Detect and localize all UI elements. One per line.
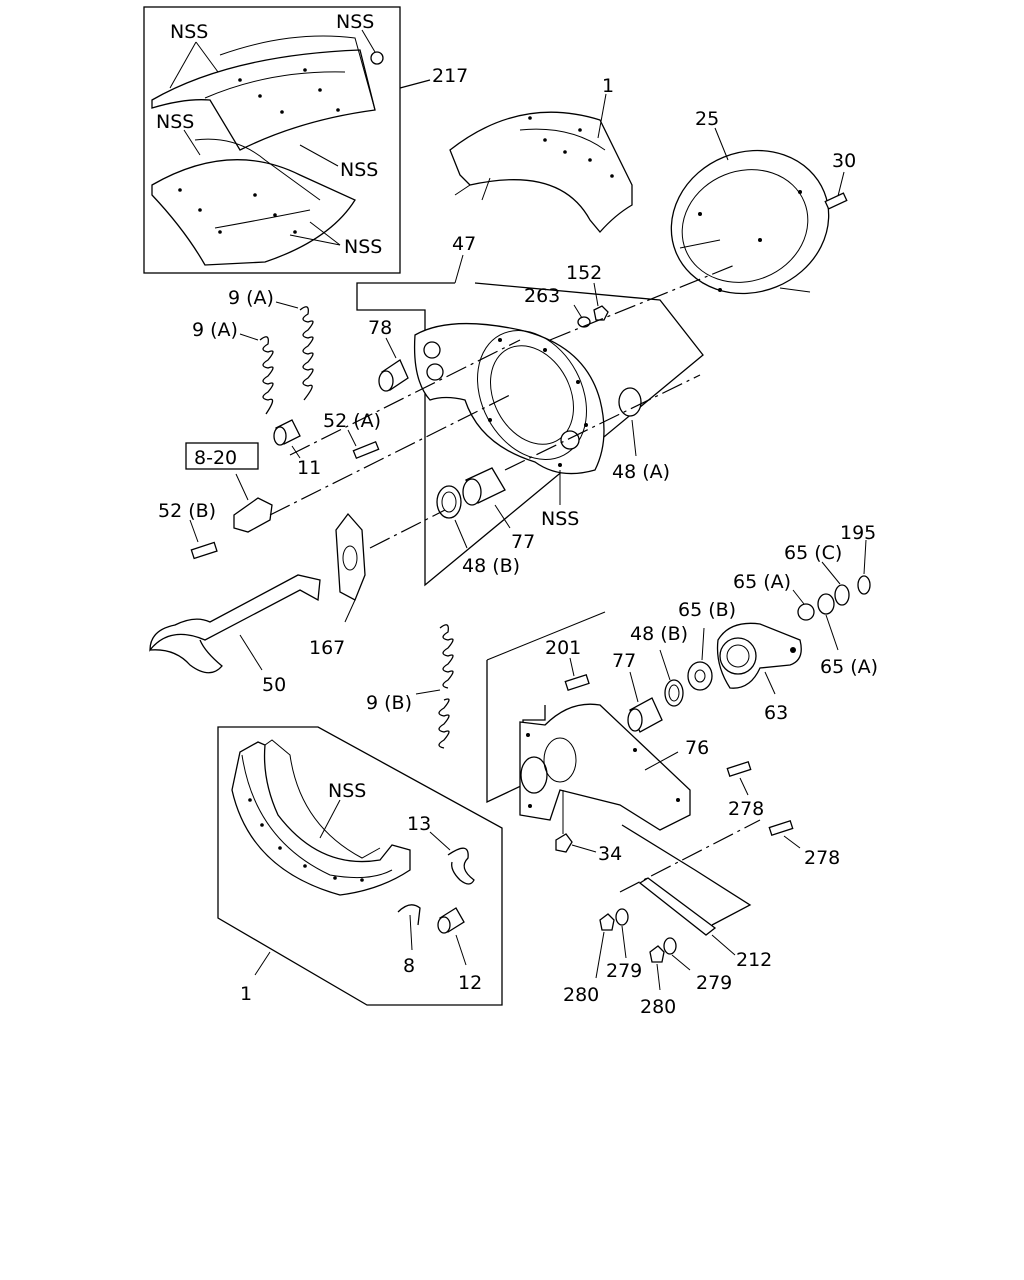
seal-48b-lower: [659, 649, 684, 707]
label-8-20: 8-20: [194, 447, 237, 469]
washer-279-upper: [615, 908, 629, 959]
washer-65b: [687, 627, 713, 691]
nut-280-lower: [649, 945, 665, 991]
plate-212: [638, 877, 736, 956]
pin-12: [437, 907, 467, 966]
slack-adjuster-63: [716, 622, 802, 695]
label-nss-spider: NSS: [541, 508, 579, 530]
label-217: 217: [432, 65, 468, 87]
label-212: 212: [736, 949, 772, 971]
nut-152: [593, 282, 609, 321]
label-12: 12: [458, 972, 482, 994]
spring-9a-upper: [275, 301, 314, 401]
bolt-30: [824, 171, 848, 210]
label-13: 13: [407, 813, 431, 835]
label-nss-lower-shoe: NSS: [328, 780, 366, 802]
seal-48b: [436, 485, 468, 549]
label-1-upper: 1: [602, 75, 614, 97]
label-48b-lower: 48 (B): [630, 623, 688, 645]
label-9a-left: 9 (A): [192, 319, 238, 341]
bolt-278-lower: [768, 819, 801, 849]
kit-nss-label-1: NSS: [170, 21, 208, 43]
label-48a: 48 (A): [612, 461, 670, 483]
spring-8: [397, 904, 421, 951]
label-279-upper: 279: [606, 960, 642, 982]
label-25: 25: [695, 108, 719, 130]
label-77: 77: [511, 531, 535, 553]
label-47: 47: [452, 233, 476, 255]
brake-shoe-lower: [231, 739, 411, 896]
label-201: 201: [545, 637, 581, 659]
label-8: 8: [403, 955, 415, 977]
brake-shoe-upper: [449, 93, 633, 233]
kit-nss-label-2: NSS: [336, 11, 374, 33]
label-65c: 65 (C): [784, 542, 842, 564]
pin-11: [273, 419, 301, 459]
label-278-upper: 278: [728, 798, 764, 820]
kit-nss-label-4: NSS: [340, 159, 378, 181]
kit-rivet-holes: [178, 68, 340, 234]
spring-9b: [415, 624, 454, 749]
label-30: 30: [832, 150, 856, 172]
label-263: 263: [524, 285, 560, 307]
label-1-lower: 1: [240, 983, 252, 1005]
washer-195: [857, 539, 871, 595]
lining-kit-box: [143, 6, 431, 274]
bolt-278-upper: [726, 760, 752, 796]
plate-167: [335, 512, 366, 623]
bolt-52a: [347, 429, 380, 460]
bushing-78: [378, 337, 409, 392]
camshaft-50: [149, 574, 321, 674]
washer-279-lower: [663, 937, 691, 971]
washer-65a-bottom: [817, 593, 839, 651]
washer-65a-top: [792, 589, 815, 621]
label-167: 167: [309, 637, 345, 659]
bushing-77-lower: [627, 671, 663, 733]
label-65b: 65 (B): [678, 599, 736, 621]
label-195: 195: [840, 522, 876, 544]
label-279-lower: 279: [696, 972, 732, 994]
bracket-76: [519, 703, 691, 831]
label-78: 78: [368, 317, 392, 339]
bolt-52b: [189, 519, 218, 560]
spring-9a-lower: [239, 333, 274, 415]
lower-shoe-group-outline: [217, 726, 503, 1006]
label-65a-top: 65 (A): [733, 571, 791, 593]
fitting-34: [555, 790, 597, 853]
ref-8-20-box: [185, 442, 259, 470]
label-48b: 48 (B): [462, 555, 520, 577]
kit-nss-label-3: NSS: [156, 111, 194, 133]
dust-shield: [670, 127, 830, 295]
bolt-201: [564, 657, 590, 691]
label-11: 11: [297, 457, 321, 479]
adjuster-clip: [233, 473, 273, 533]
label-9b: 9 (B): [366, 692, 412, 714]
assembly-centerlines: [269, 264, 761, 893]
label-280-upper: 280: [563, 984, 599, 1006]
plug-48a: [618, 387, 642, 457]
plate-212-outline: [621, 824, 752, 926]
spider-group-outline: [356, 254, 704, 587]
label-278-lower: 278: [804, 847, 840, 869]
washer-263: [573, 304, 591, 328]
label-65a-bottom: 65 (A): [820, 656, 878, 678]
brake-spider: [413, 322, 605, 505]
label-34: 34: [598, 843, 622, 865]
spring-13: [429, 831, 475, 885]
washer-65c: [821, 561, 850, 606]
label-280-lower: 280: [640, 996, 676, 1018]
label-9a-top: 9 (A): [228, 287, 274, 309]
label-52b: 52 (B): [158, 500, 216, 522]
label-152: 152: [566, 262, 602, 284]
label-63: 63: [764, 702, 788, 724]
label-77-lower: 77: [612, 650, 636, 672]
label-52a: 52 (A): [323, 410, 381, 432]
kit-nss-label-5: NSS: [344, 236, 382, 258]
label-76: 76: [685, 737, 709, 759]
bushing-77: [462, 467, 511, 529]
label-50: 50: [262, 674, 286, 696]
nut-280-upper: [595, 913, 615, 979]
